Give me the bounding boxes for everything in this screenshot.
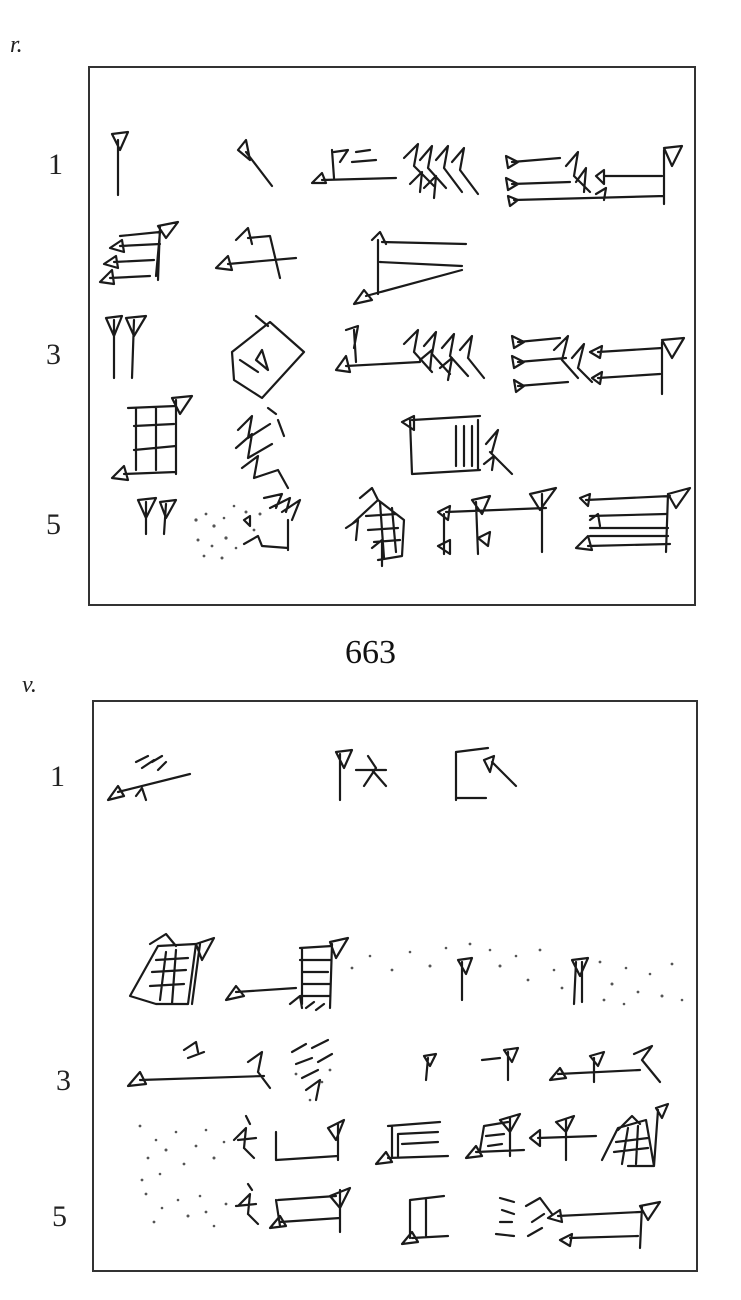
reverse-line-2-signs bbox=[128, 932, 684, 1012]
reverse-side-label: v. bbox=[22, 672, 37, 698]
reverse-line-number-5: 5 bbox=[52, 1200, 67, 1233]
reverse-line-2-damaged-area bbox=[350, 942, 684, 1006]
obverse-damaged-area bbox=[194, 504, 262, 560]
obverse-line-number-5: 5 bbox=[46, 508, 61, 541]
obverse-side-label: r. bbox=[10, 32, 23, 58]
reverse-line-5-damaged-area bbox=[144, 1192, 228, 1228]
reverse-line-number-1: 1 bbox=[50, 760, 65, 793]
obverse-line-3-signs bbox=[104, 314, 686, 400]
reverse-line-3-signs bbox=[126, 1038, 662, 1102]
obverse-line-number-3: 3 bbox=[46, 338, 61, 371]
reverse-line-4-damaged-area bbox=[138, 1124, 226, 1182]
reverse-panel bbox=[92, 700, 698, 1272]
reverse-line-1-signs bbox=[106, 746, 518, 802]
obverse-line-5-signs bbox=[136, 486, 692, 568]
obverse-line-number-1: 1 bbox=[48, 148, 63, 181]
obverse-line-4-signs bbox=[110, 394, 514, 490]
tablet-number: 663 bbox=[345, 634, 396, 671]
reverse-line-4-signs bbox=[138, 1102, 670, 1182]
reverse-line-number-3: 3 bbox=[56, 1064, 71, 1097]
obverse-line-2-signs bbox=[98, 220, 468, 306]
obverse-line-1-signs bbox=[110, 130, 684, 208]
reverse-line-5-signs bbox=[144, 1182, 662, 1250]
